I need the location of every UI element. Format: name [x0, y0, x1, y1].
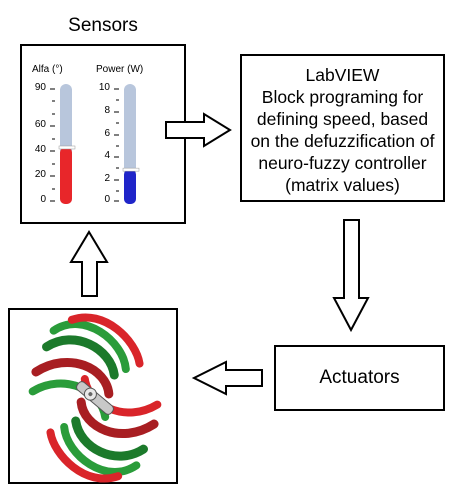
actuators-label: Actuators: [319, 367, 400, 388]
labview-line: LabVIEW: [305, 65, 380, 85]
labview-line: defining speed, based: [256, 109, 429, 129]
alfa-gauge-label: Alfa (°): [32, 64, 63, 75]
alfa-tick-label: 40: [34, 144, 46, 155]
power-tick-label: 2: [104, 173, 110, 184]
alfa-tick-label: 90: [34, 82, 46, 93]
arrow-right-icon: [165, 112, 232, 148]
actuators-block: Actuators: [274, 345, 445, 411]
power-gauge-handle[interactable]: [122, 167, 140, 172]
power-gauge-fill: [124, 169, 136, 204]
power-tick-label: 10: [98, 82, 110, 93]
power-tick-label: 0: [104, 194, 110, 205]
alfa-gauge-handle[interactable]: [58, 145, 76, 150]
alfa-gauge-fill: [60, 147, 72, 204]
power-tick-label: 6: [104, 128, 110, 139]
labview-line: on the defuzzification of: [250, 131, 435, 151]
labview-description: LabVIEW Block programing for defining sp…: [242, 64, 443, 196]
labview-line: Block programing for: [261, 87, 424, 107]
power-gauge-label: Power (W): [96, 64, 144, 75]
power-tick-label: 4: [104, 150, 110, 161]
arrow-down-icon: [332, 219, 370, 333]
arrow-left-icon: [191, 360, 263, 396]
alfa-tick-label: 0: [40, 194, 46, 205]
sensors-title: Sensors: [68, 15, 138, 36]
turbine-device-panel: [8, 308, 178, 484]
labview-line: (matrix values): [285, 175, 400, 195]
power-tick-label: 8: [104, 105, 110, 116]
labview-line: neuro-fuzzy controller: [258, 153, 427, 173]
alfa-tick-label: 60: [34, 119, 46, 130]
alfa-tick-label: 20: [34, 169, 46, 180]
labview-block: LabVIEW Block programing for defining sp…: [240, 54, 445, 202]
gauges-svg: [50, 84, 140, 204]
arrow-up-icon: [69, 230, 109, 297]
helical-turbine-icon: [28, 313, 162, 483]
